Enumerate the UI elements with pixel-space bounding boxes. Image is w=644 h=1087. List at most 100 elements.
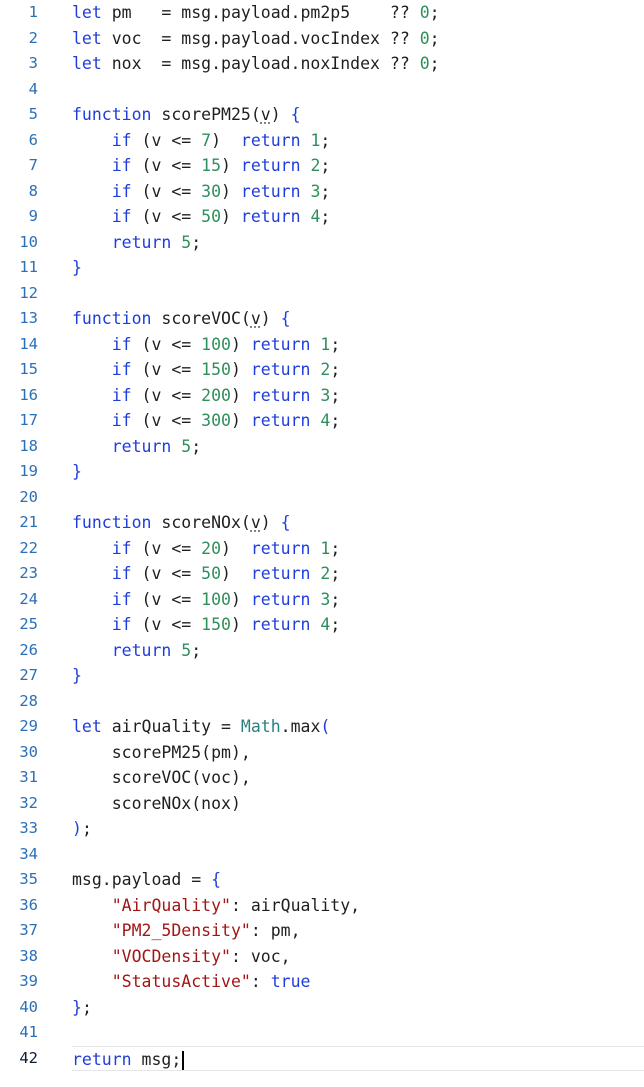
line-content[interactable]: "PM2_5Density": pm, bbox=[72, 918, 644, 944]
code-token: (v <= bbox=[131, 589, 202, 609]
line-content[interactable]: return 5; bbox=[72, 434, 644, 460]
code-line[interactable]: 14 if (v <= 100) return 1; bbox=[0, 332, 644, 358]
code-line[interactable]: 31 scoreVOC(voc), bbox=[0, 765, 644, 791]
code-line[interactable]: 20 bbox=[0, 485, 644, 511]
code-line[interactable]: 6 if (v <= 7) return 1; bbox=[0, 128, 644, 154]
code-token: voc = msg.payload.vocIndex ?? bbox=[101, 28, 420, 48]
code-line[interactable]: 9 if (v <= 50) return 4; bbox=[0, 204, 644, 230]
code-line[interactable]: 40}; bbox=[0, 995, 644, 1021]
line-content[interactable]: if (v <= 200) return 3; bbox=[72, 383, 644, 409]
line-content[interactable] bbox=[72, 77, 644, 103]
code-line[interactable]: 34 bbox=[0, 842, 644, 868]
number-token: 3 bbox=[320, 385, 331, 405]
line-content[interactable]: if (v <= 100) return 3; bbox=[72, 587, 644, 613]
code-token: ; bbox=[330, 538, 341, 558]
line-content[interactable]: function scoreVOC(v) { bbox=[72, 306, 644, 332]
code-line[interactable]: 32 scoreNOx(nox) bbox=[0, 791, 644, 817]
code-line[interactable]: 36 "AirQuality": airQuality, bbox=[0, 893, 644, 919]
keyword-token: if bbox=[111, 385, 132, 405]
code-line[interactable]: 37 "PM2_5Density": pm, bbox=[0, 918, 644, 944]
keyword-token: if bbox=[111, 589, 132, 609]
code-line[interactable]: 25 if (v <= 150) return 4; bbox=[0, 612, 644, 638]
line-content[interactable]: let nox = msg.payload.noxIndex ?? 0; bbox=[72, 51, 644, 77]
code-line[interactable]: 41 bbox=[0, 1020, 644, 1046]
line-content[interactable] bbox=[72, 485, 644, 511]
line-content[interactable] bbox=[72, 842, 644, 868]
line-content[interactable]: if (v <= 7) return 1; bbox=[72, 128, 644, 154]
code-token bbox=[72, 921, 112, 940]
line-content[interactable]: "StatusActive": true bbox=[72, 969, 644, 995]
code-token bbox=[310, 615, 320, 634]
line-content[interactable]: let airQuality = Math.max( bbox=[72, 714, 644, 740]
line-content[interactable]: if (v <= 300) return 4; bbox=[72, 408, 644, 434]
line-content[interactable]: function scorePM25(v) { bbox=[72, 102, 644, 128]
code-line[interactable]: 23 if (v <= 50) return 2; bbox=[0, 561, 644, 587]
code-token: } bbox=[72, 258, 82, 277]
line-content[interactable] bbox=[72, 689, 644, 715]
code-line[interactable]: 17 if (v <= 300) return 4; bbox=[0, 408, 644, 434]
line-content[interactable]: msg.payload = { bbox=[72, 867, 644, 893]
code-line[interactable]: 27} bbox=[0, 663, 644, 689]
code-line[interactable]: 30 scorePM25(pm), bbox=[0, 740, 644, 766]
code-line[interactable]: 10 return 5; bbox=[0, 230, 644, 256]
code-line[interactable]: 33); bbox=[0, 816, 644, 842]
line-content[interactable]: scorePM25(pm), bbox=[72, 740, 644, 766]
line-content[interactable]: } bbox=[72, 459, 644, 485]
code-line[interactable]: 15 if (v <= 150) return 2; bbox=[0, 357, 644, 383]
number-token: 7 bbox=[201, 130, 212, 150]
line-content[interactable]: scoreVOC(voc), bbox=[72, 765, 644, 791]
code-token: ; bbox=[330, 411, 341, 430]
line-content[interactable]: return 5; bbox=[72, 230, 644, 256]
code-line[interactable]: 12 bbox=[0, 281, 644, 307]
line-content[interactable]: let voc = msg.payload.vocIndex ?? 0; bbox=[72, 26, 644, 52]
code-line[interactable]: 16 if (v <= 200) return 3; bbox=[0, 383, 644, 409]
line-content[interactable]: if (v <= 150) return 2; bbox=[72, 357, 644, 383]
code-line[interactable]: 18 return 5; bbox=[0, 434, 644, 460]
number-token: 20 bbox=[201, 538, 222, 558]
line-content[interactable]: return msg; bbox=[72, 1045, 644, 1071]
line-content[interactable]: let pm = msg.payload.pm2p5 ?? 0; bbox=[72, 0, 644, 26]
line-content[interactable]: "AirQuality": airQuality, bbox=[72, 893, 644, 919]
line-content[interactable]: } bbox=[72, 255, 644, 281]
code-line[interactable]: 4 bbox=[0, 77, 644, 103]
line-content[interactable]: return 5; bbox=[72, 638, 644, 664]
line-content[interactable] bbox=[72, 281, 644, 307]
line-content[interactable]: }; bbox=[72, 995, 644, 1021]
code-line[interactable]: 39 "StatusActive": true bbox=[0, 969, 644, 995]
code-line[interactable]: 8 if (v <= 30) return 3; bbox=[0, 179, 644, 205]
line-content[interactable]: if (v <= 50) return 4; bbox=[72, 204, 644, 230]
line-content[interactable]: ); bbox=[72, 816, 644, 842]
line-content[interactable]: function scoreNOx(v) { bbox=[72, 510, 644, 536]
line-content[interactable]: } bbox=[72, 663, 644, 689]
code-line[interactable]: 7 if (v <= 15) return 2; bbox=[0, 153, 644, 179]
line-content[interactable] bbox=[72, 1020, 644, 1046]
line-content[interactable]: "VOCDensity": voc, bbox=[72, 944, 644, 970]
code-line[interactable]: 26 return 5; bbox=[0, 638, 644, 664]
line-content[interactable]: if (v <= 20) return 1; bbox=[72, 536, 644, 562]
code-line[interactable]: 11} bbox=[0, 255, 644, 281]
line-content[interactable]: if (v <= 50) return 2; bbox=[72, 561, 644, 587]
code-line[interactable]: 38 "VOCDensity": voc, bbox=[0, 944, 644, 970]
code-line[interactable]: 19} bbox=[0, 459, 644, 485]
line-content[interactable]: scoreNOx(nox) bbox=[72, 791, 644, 817]
line-number: 26 bbox=[19, 640, 38, 659]
code-line[interactable]: 22 if (v <= 20) return 1; bbox=[0, 536, 644, 562]
code-line[interactable]: 28 bbox=[0, 689, 644, 715]
line-content[interactable]: if (v <= 30) return 3; bbox=[72, 179, 644, 205]
line-content[interactable]: if (v <= 150) return 4; bbox=[72, 612, 644, 638]
line-content[interactable]: if (v <= 15) return 2; bbox=[72, 153, 644, 179]
line-content[interactable]: if (v <= 100) return 1; bbox=[72, 332, 644, 358]
code-token: ) bbox=[221, 156, 241, 175]
code-line[interactable]: 24 if (v <= 100) return 3; bbox=[0, 587, 644, 613]
code-token bbox=[301, 131, 311, 150]
